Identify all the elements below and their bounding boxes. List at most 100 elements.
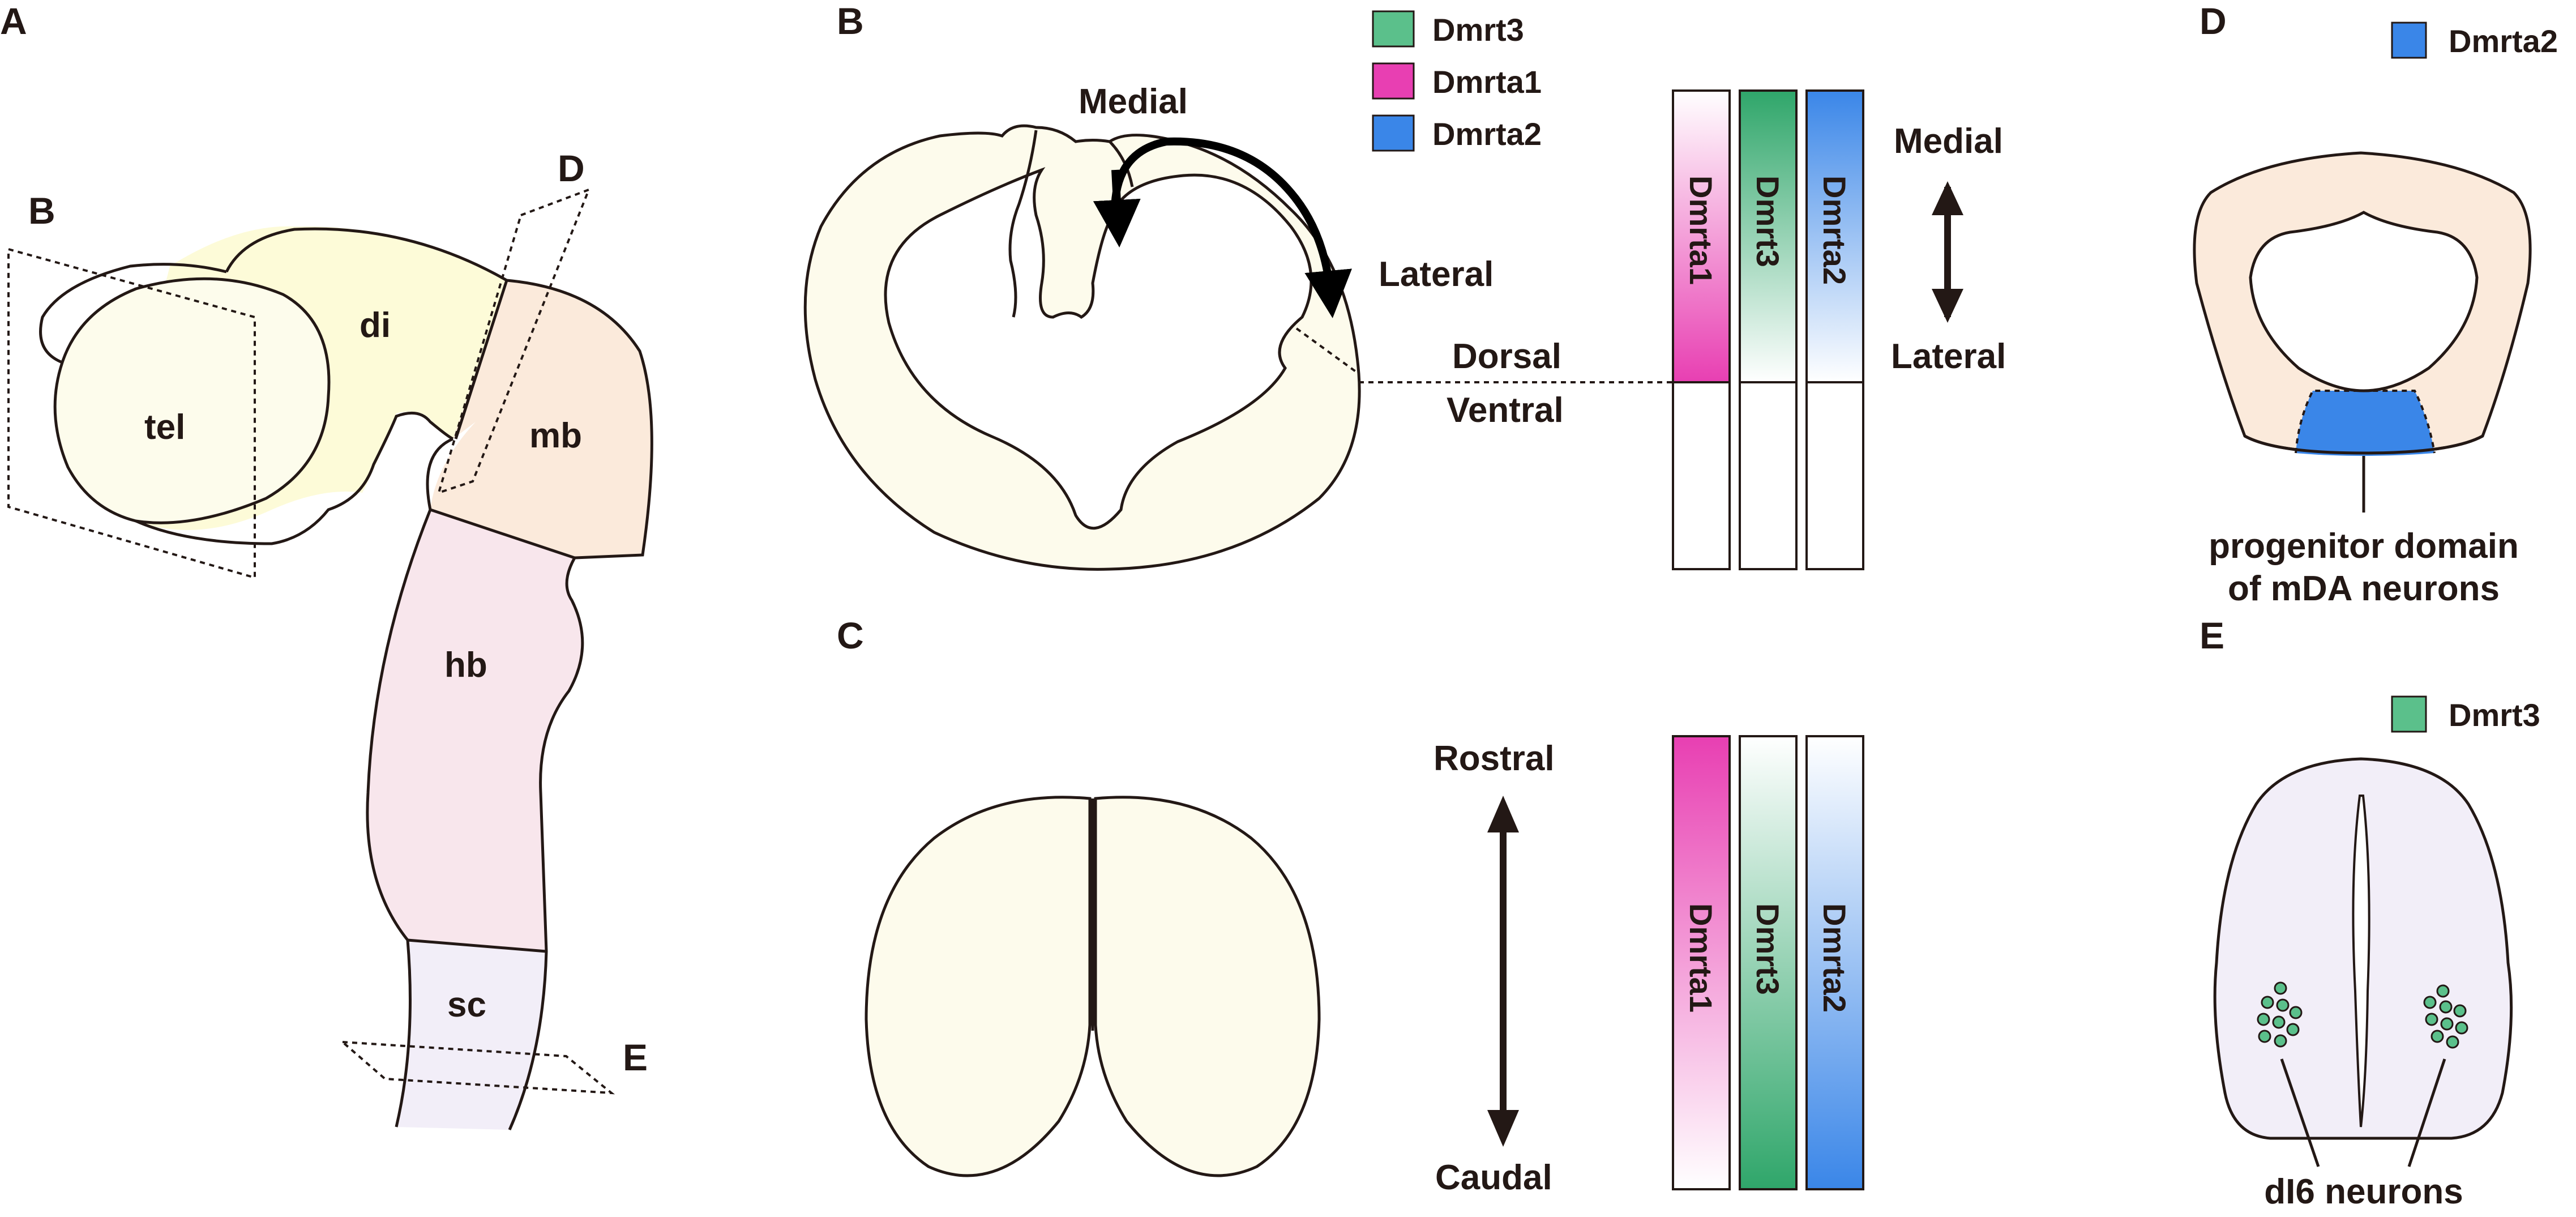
region-sc-shape xyxy=(396,940,546,1130)
label-dorsal: Dorsal xyxy=(1452,337,1561,376)
region-label-mb: mb xyxy=(529,416,582,455)
region-label-di: di xyxy=(360,306,391,345)
medial-lateral-arrow xyxy=(1111,137,1353,318)
pointer-right-e xyxy=(2407,1058,2446,1167)
plane-e xyxy=(339,1040,615,1095)
hemisphere-right xyxy=(1094,796,1321,1177)
bars-c: Dmrta1 Dmrt3 Dmrta2 xyxy=(1672,735,1864,1190)
legend-swatch-dmrta1 xyxy=(1372,62,1415,100)
panel-label-e: E xyxy=(2200,614,2224,656)
di6-neuron xyxy=(2276,998,2290,1012)
di6-neuron xyxy=(2430,1030,2444,1043)
bar-label-b-dmrt3: Dmrt3 xyxy=(1750,176,1786,267)
di6-neuron xyxy=(2455,1021,2468,1035)
label-lateral: Lateral xyxy=(1379,255,1494,294)
legend-swatch-dmrta2-d xyxy=(2391,22,2427,59)
legend-swatch-dmrta2 xyxy=(1372,114,1415,152)
plane-label-d: D xyxy=(558,147,585,189)
legend-label-dmrta1: Dmrta1 xyxy=(1432,64,1542,100)
section-b-medial-wall-2 xyxy=(1109,140,1134,187)
legend-label-dmrt3-e: Dmrt3 xyxy=(2449,697,2540,733)
section-b-ventricle xyxy=(884,166,1313,530)
di-top-outline xyxy=(225,227,653,560)
bar-b-dmrt3-dorsal xyxy=(1739,89,1798,383)
brain-outline xyxy=(53,277,331,524)
bars-b: Dmrta1 Dmrt3 Dmrta2 xyxy=(1672,89,1864,570)
legend-label-dmrt3: Dmrt3 xyxy=(1432,12,1524,48)
bar-label-b-dmrta2: Dmrta2 xyxy=(1817,176,1852,285)
bar-label-b-dmrta1: Dmrta1 xyxy=(1683,176,1719,285)
bar-b-dmrt3-ventral xyxy=(1739,381,1798,570)
label-medial: Medial xyxy=(1079,82,1188,121)
di6-neuron xyxy=(2274,1034,2287,1048)
di-mb-boundary xyxy=(454,280,508,439)
caption-e: dI6 neurons xyxy=(2264,1172,2463,1211)
di6-neuron xyxy=(2272,1015,2286,1029)
panel-label-c: C xyxy=(837,614,864,656)
legend-label-dmrta2: Dmrta2 xyxy=(1432,116,1542,152)
bar-b-dmrta2-ventral xyxy=(1805,381,1864,570)
di6-neuron xyxy=(2423,996,2437,1009)
plane-b xyxy=(7,247,256,579)
di6-neuron xyxy=(2261,996,2274,1009)
bar-label-c-dmrt3: Dmrt3 xyxy=(1750,903,1786,995)
plane-label-b: B xyxy=(28,190,55,232)
di-outline xyxy=(135,411,454,545)
section-b-medial-wall xyxy=(1008,130,1038,318)
hb-sc-boundary xyxy=(407,938,547,953)
mb-hb-boundary xyxy=(430,508,575,560)
section-d-ventricle xyxy=(2249,211,2479,392)
di6-neuron xyxy=(2440,1017,2454,1031)
di6-cluster-left xyxy=(2257,981,2303,1048)
panel-b: B Medial Lateral Dorsal Ventral Dmrta1 D… xyxy=(803,0,2006,571)
di6-neuron xyxy=(2257,1013,2270,1026)
legend: Dmrt3 Dmrta1 Dmrta2 xyxy=(1372,10,1542,152)
axis-label-lateral: Lateral xyxy=(1891,337,2006,376)
legend-swatch-dmrt3 xyxy=(1372,10,1415,48)
di6-neuron xyxy=(2436,984,2450,998)
panel-label-d: D xyxy=(2200,0,2227,42)
plane-label-e: E xyxy=(623,1036,648,1078)
label-ventral: Ventral xyxy=(1447,391,1564,430)
panel-c: C Rostral Caudal Dmrta1 Dmrt3 Dmrta2 xyxy=(837,614,1864,1197)
region-label-tel: tel xyxy=(144,408,185,447)
legend-swatch-dmrt3-e xyxy=(2391,695,2427,733)
arrow-down-head xyxy=(1932,289,1963,323)
panel-d: D Dmrta2 progenitor domain of mDA neuron… xyxy=(2193,0,2558,608)
di6-neuron xyxy=(2439,1000,2453,1014)
bar-c-dmrt3 xyxy=(1739,735,1798,1190)
arrow-rostral-head xyxy=(1487,796,1519,832)
panel-a: A B D E tel di mb hb sc xyxy=(0,0,653,1131)
axis-label-caudal: Caudal xyxy=(1435,1158,1552,1197)
hemisphere-left xyxy=(865,796,1092,1177)
di6-neuron xyxy=(2425,1013,2438,1026)
di6-neuron xyxy=(2258,1030,2271,1043)
di6-neuron xyxy=(2446,1035,2459,1049)
region-label-sc: sc xyxy=(447,985,486,1024)
di6-cluster-right xyxy=(2423,984,2468,1049)
pallium-boundary xyxy=(1295,327,1360,375)
panel-e: E Dmrt3 dI6 neuro xyxy=(2200,614,2540,1211)
di6-neuron xyxy=(2286,1023,2300,1036)
tel-back-outline xyxy=(39,263,227,364)
panel-label-a: A xyxy=(0,0,27,42)
hb-outline-right xyxy=(508,557,584,1131)
region-hb-shape xyxy=(367,510,583,951)
bar-c-dmrta2 xyxy=(1805,735,1864,1190)
arrow-caudal-head xyxy=(1487,1110,1519,1147)
bar-c-dmrta1 xyxy=(1672,735,1731,1190)
region-tel-shape xyxy=(55,279,329,523)
bar-b-dmrta1-ventral xyxy=(1672,381,1731,570)
central-canal xyxy=(2352,795,2370,1128)
hb-outline-left xyxy=(366,437,453,1128)
axis-label-medial: Medial xyxy=(1894,122,2003,161)
pointer-left-e xyxy=(2280,1058,2320,1167)
bar-b-dmrta2-dorsal xyxy=(1805,89,1864,383)
axis-label-rostral: Rostral xyxy=(1434,739,1555,778)
medial-arrow-left xyxy=(1093,169,1141,247)
arrow-up-head xyxy=(1932,181,1963,215)
section-d-outer-line xyxy=(2244,434,2484,455)
panel-label-b: B xyxy=(837,0,864,42)
di6-neuron xyxy=(2289,1006,2303,1019)
